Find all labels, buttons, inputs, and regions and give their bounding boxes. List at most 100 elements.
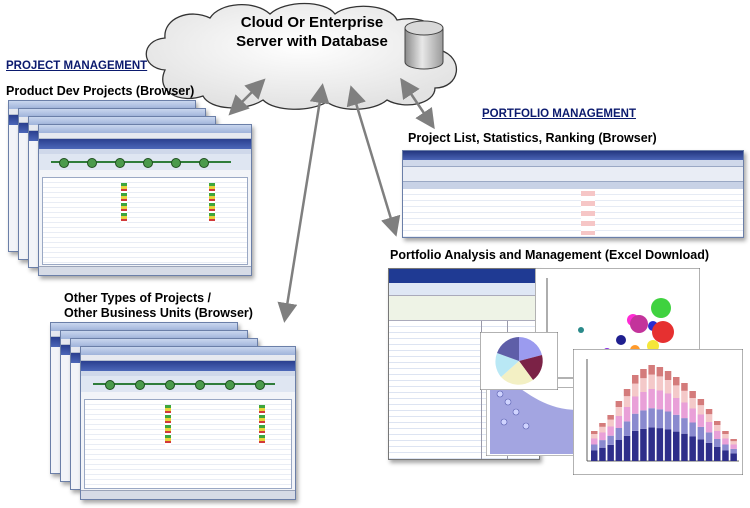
project-management-heading: PROJECT MANAGEMENT: [6, 60, 148, 72]
stacked-bar-segment: [623, 421, 631, 436]
stacked-bar-segment: [599, 426, 606, 433]
stacked-bar-segment: [591, 438, 598, 445]
stacked-bar-segment: [607, 419, 614, 427]
project-table-2: [84, 399, 292, 489]
product-dev-label: Product Dev Projects (Browser): [6, 84, 195, 98]
stacked-bar-segment: [730, 448, 737, 454]
stacked-bar-chart: [573, 349, 743, 475]
other-types-line1: Other Types of Projects /: [64, 291, 212, 305]
project-list-label: Project List, Statistics, Ranking (Brows…: [408, 131, 657, 145]
other-types-line2: Other Business Units (Browser): [64, 306, 253, 320]
stacked-bar-segment: [705, 414, 713, 422]
stacked-bar-segment: [730, 453, 737, 461]
stacked-bar-segment: [681, 402, 688, 419]
stacked-bar-segment: [697, 439, 705, 461]
stacked-bar-segment: [697, 426, 705, 440]
stacked-bar-segment: [648, 374, 655, 389]
stacked-bar-segment: [689, 408, 696, 423]
stacked-bar-segment: [591, 450, 598, 461]
stacked-bar-segment: [656, 367, 664, 377]
stacked-bar-segment: [722, 438, 729, 445]
stacked-bar-segment: [632, 396, 639, 414]
stacked-bar-segment: [607, 415, 614, 420]
stacked-bar-segment: [664, 380, 672, 394]
stacked-bar-segment: [689, 436, 696, 461]
stacked-bar-segment: [648, 365, 655, 375]
stacked-bar-segment: [714, 447, 721, 461]
stacked-bar-segment: [673, 431, 680, 461]
project-list-screenshot: [402, 150, 744, 238]
stacked-bar-segment: [623, 389, 631, 397]
arrow-product-dev: [228, 78, 266, 116]
bubble-chart: [535, 268, 700, 388]
stacked-bar-segment: [656, 390, 664, 410]
stacked-bar-segment: [722, 431, 729, 434]
database-icon: [404, 20, 444, 70]
portfolio-management-heading: PORTFOLIO MANAGEMENT: [482, 108, 636, 120]
stacked-bar-segment: [632, 413, 639, 431]
stacked-bar-segment: [697, 399, 705, 406]
stacked-bar-segment: [640, 428, 647, 461]
stacked-bar-segment: [722, 444, 729, 451]
stacked-bar-segment: [673, 385, 680, 398]
stacked-bar-segment: [632, 375, 639, 384]
stacked-bar-segment: [607, 435, 614, 445]
stacked-bar-segment: [705, 409, 713, 415]
stacked-bar-segment: [714, 439, 721, 447]
arrow-portfolio-analysis: [346, 85, 401, 237]
stacked-bar-segment: [714, 421, 721, 425]
cloud-title-line2: Server with Database: [236, 33, 388, 50]
stacked-bar-segment: [664, 429, 672, 461]
other-types-window-front: [80, 346, 296, 500]
stacked-bar-segment: [697, 414, 705, 427]
portfolio-analysis-label: Portfolio Analysis and Management (Excel…: [390, 248, 710, 262]
stacked-bar-segment: [648, 427, 655, 461]
stacked-bar-segment: [730, 441, 737, 445]
stacked-bar-segment: [673, 377, 680, 386]
milestone-timeline: [39, 154, 251, 170]
stacked-bar-segment: [681, 390, 688, 403]
stacked-bar-segment: [632, 383, 639, 397]
stacked-bar-segment: [730, 444, 737, 449]
stacked-bar-segment: [664, 371, 672, 380]
stacked-bar-segment: [599, 447, 606, 461]
stacked-bar-segment: [640, 410, 647, 429]
stacked-bar-segment: [615, 428, 623, 440]
stacked-bar-segment: [714, 431, 721, 439]
stacked-bar-segment: [623, 407, 631, 422]
product-dev-window-front: [38, 124, 252, 276]
stacked-bar-segment: [730, 439, 737, 442]
stacked-bar-segment: [623, 435, 631, 461]
stacked-bar-segment: [607, 426, 614, 436]
stacked-bar-segment: [664, 411, 672, 430]
other-types-label: Other Types of Projects / Other Business…: [64, 291, 253, 321]
stacked-bar-segment: [607, 444, 614, 461]
stacked-bar-segment: [591, 434, 598, 439]
cloud-title: Cloud Or Enterprise Server with Database: [222, 13, 402, 51]
stacked-bar-segment: [615, 407, 623, 416]
stacked-bar-segment: [648, 389, 655, 409]
stacked-bar-segment: [615, 416, 623, 428]
stacked-bar-segment: [705, 442, 713, 461]
stacked-bar-segment: [640, 378, 647, 392]
milestone-timeline-2: [81, 376, 295, 392]
stacked-bar-segment: [640, 369, 647, 379]
stacked-bar-segment: [656, 376, 664, 391]
stacked-bar-segment: [640, 392, 647, 411]
stacked-bar-segment: [689, 391, 696, 398]
stacked-bar-segment: [714, 425, 721, 431]
stacked-bar-segment: [681, 383, 688, 391]
stacked-bar-segment: [599, 432, 606, 441]
stacked-bar-segment: [722, 434, 729, 439]
stacked-bar-segment: [681, 433, 688, 461]
stacked-bar-segment: [689, 422, 696, 437]
stacked-bar-segment: [689, 398, 696, 409]
cloud-title-line1: Cloud Or Enterprise: [240, 14, 384, 31]
stacked-bar-segment: [648, 408, 655, 428]
stacked-bar-segment: [615, 440, 623, 461]
stacked-bar-segment: [722, 450, 729, 461]
pie-chart: [480, 332, 558, 390]
arrow-other-types: [277, 83, 330, 323]
stacked-bar-segment: [656, 428, 664, 461]
